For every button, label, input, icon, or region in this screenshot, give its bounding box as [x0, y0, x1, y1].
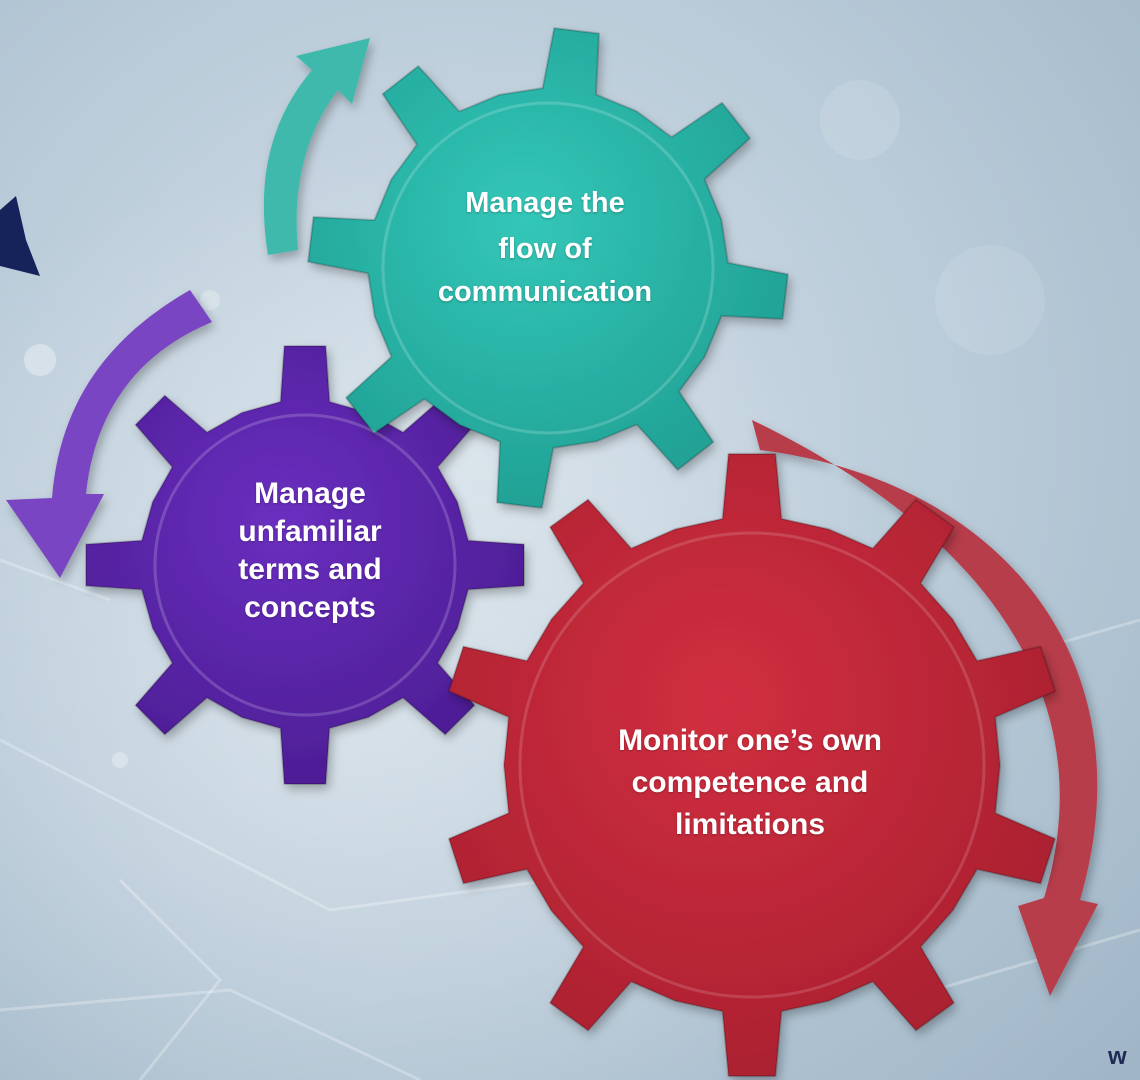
red-gear [447, 452, 1057, 1078]
teal-gear-label-line-3: communication [437, 276, 653, 308]
navy-arrowhead [0, 196, 40, 276]
teal-curved-arrow [263, 38, 370, 255]
background-bokeh [24, 80, 1045, 768]
corner-text-fragment: w [1108, 1043, 1127, 1070]
teal-gear-bevel [381, 101, 715, 435]
red-gear-label-line-1: Monitor one’s own [618, 724, 882, 757]
red-curved-arrow [752, 420, 1098, 996]
teal-gear [307, 27, 789, 509]
purple-curved-arrow [6, 290, 212, 578]
teal-gear-label-line-2: flow of [498, 233, 592, 265]
purple-gear [85, 345, 525, 785]
purple-gear-label-line-4: concepts [244, 591, 376, 624]
red-gear-label-line-3: limitations [674, 808, 825, 841]
purple-gear-label-line-1: Manage [254, 477, 366, 510]
purple-gear-label-line-3: terms and [238, 553, 382, 586]
red-gear-label: Monitor one’s own competence and limitat… [560, 720, 940, 846]
red-gear-label-line-2: competence and [631, 766, 869, 799]
red-gear-bevel [518, 531, 986, 999]
purple-gear-bevel [153, 413, 457, 717]
purple-gear-label: Manage unfamiliar terms and concepts [195, 475, 425, 627]
purple-gear-label-line-2: unfamiliar [238, 515, 382, 548]
teal-gear-label-line-1: Manage the [465, 187, 625, 219]
teal-gear-label: Manage the flow of communication [410, 180, 680, 312]
